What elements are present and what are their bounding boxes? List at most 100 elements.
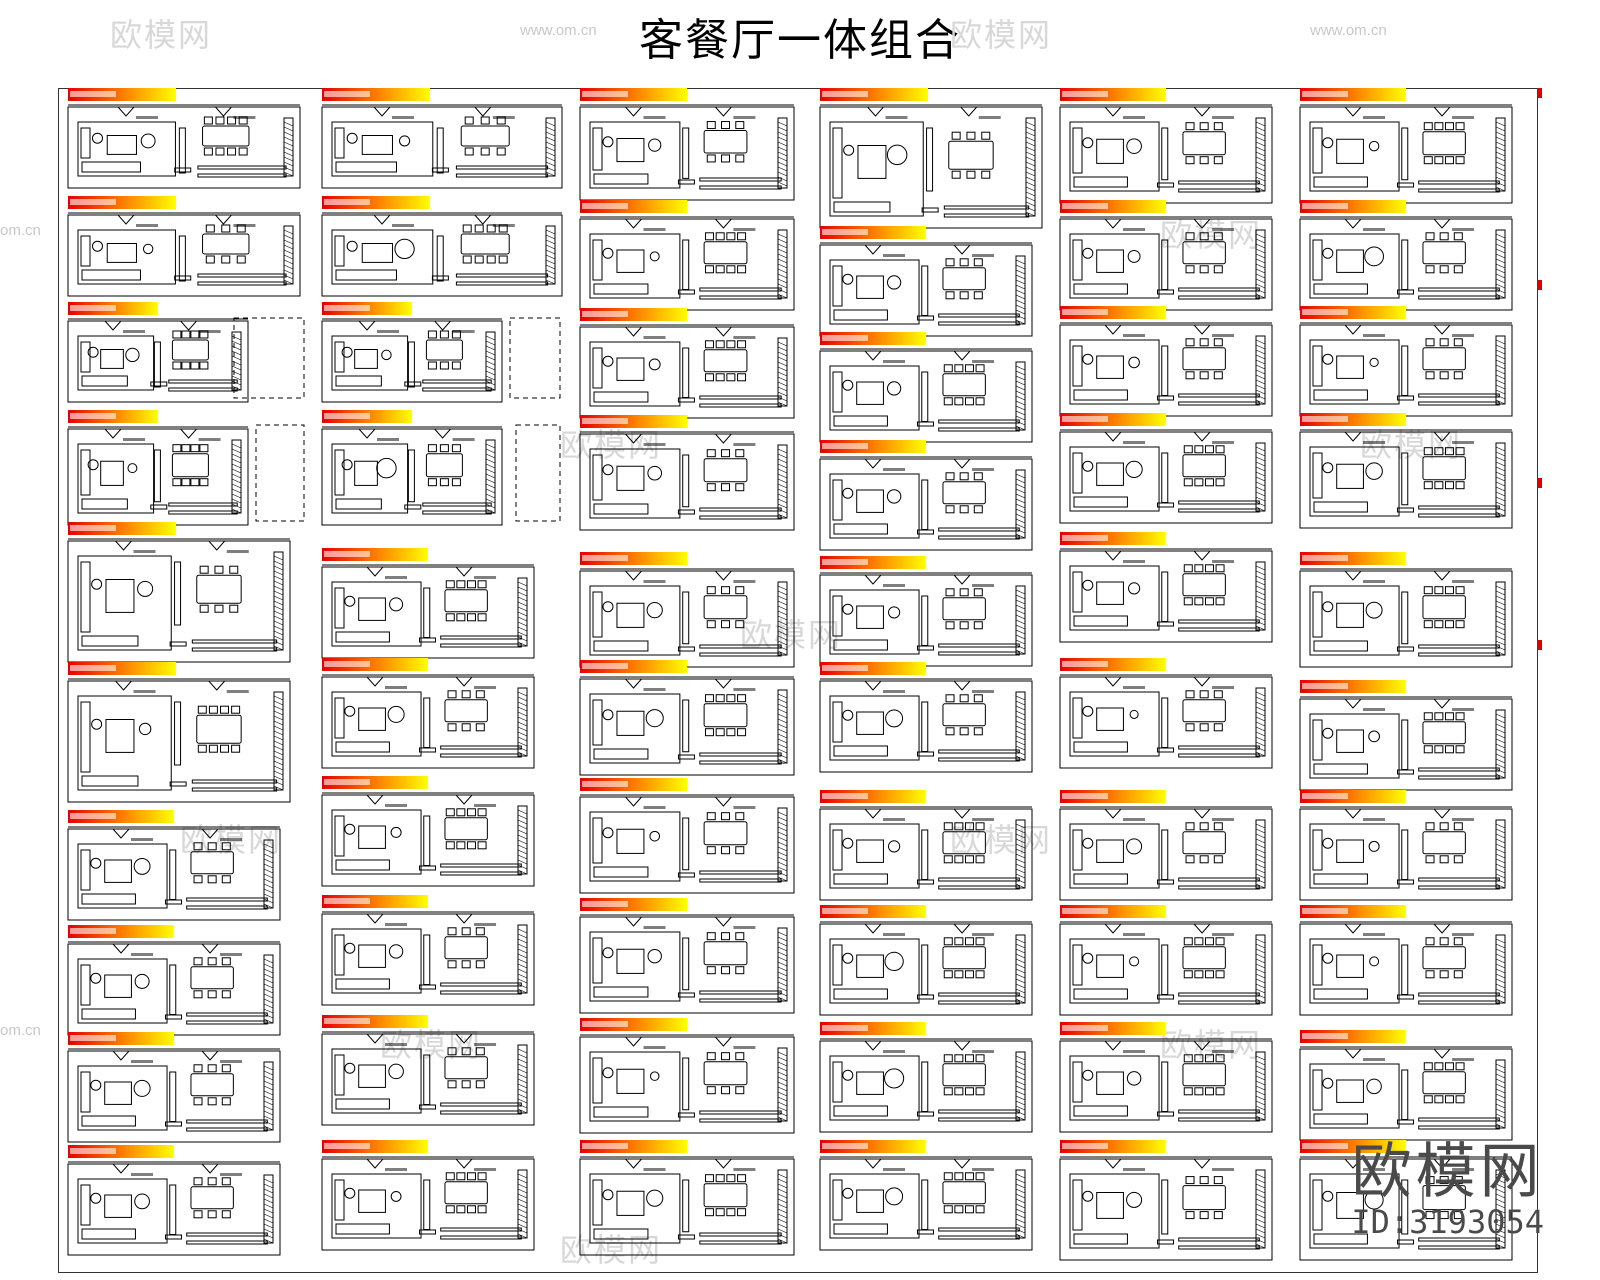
wine-cabinet-hatch bbox=[1015, 269, 1026, 275]
wine-cabinet-hatch bbox=[1495, 728, 1506, 734]
wine-cabinet-hatch bbox=[1015, 289, 1026, 295]
wine-cabinet-hatch bbox=[517, 1193, 528, 1199]
wine-cabinet-hatch bbox=[1255, 1070, 1266, 1076]
elevation-line bbox=[1418, 180, 1500, 185]
elevation-line bbox=[197, 173, 287, 178]
elevation-line bbox=[938, 885, 1020, 890]
side-table bbox=[842, 1069, 854, 1081]
dining-table bbox=[1182, 131, 1226, 156]
wine-cabinet-hatch bbox=[777, 273, 788, 279]
wine-cabinet-hatch bbox=[263, 873, 274, 879]
pendant-lamp bbox=[959, 106, 978, 117]
armchair bbox=[137, 580, 154, 597]
wine-cabinet-hatch bbox=[1495, 1083, 1506, 1089]
wine-cabinet-hatch bbox=[777, 341, 788, 347]
wine-cabinet-hatch bbox=[263, 868, 274, 874]
tv-cabinet bbox=[436, 127, 444, 174]
pendant-lamp bbox=[103, 320, 123, 331]
armchair bbox=[387, 705, 405, 723]
dining-chair bbox=[1453, 970, 1463, 979]
wine-cabinet-hatch bbox=[517, 716, 528, 722]
wine-cabinet-hatch bbox=[777, 1051, 788, 1057]
wine-cabinet-hatch bbox=[545, 161, 556, 167]
wine-cabinet-hatch bbox=[1255, 399, 1266, 405]
dining-chair bbox=[943, 397, 953, 406]
wine-cabinet-hatch bbox=[1255, 610, 1266, 616]
wine-cabinet-hatch bbox=[283, 259, 294, 265]
side-table bbox=[344, 595, 356, 607]
dining-chair bbox=[964, 970, 974, 979]
pendant-lamp bbox=[1343, 218, 1363, 229]
wine-cabinet-hatch bbox=[777, 1178, 788, 1184]
dining-chair bbox=[1183, 1087, 1193, 1096]
elevation-line bbox=[1418, 188, 1500, 193]
elevation-line bbox=[1178, 287, 1260, 292]
pendant-lamp bbox=[1432, 923, 1452, 934]
wine-cabinet-hatch bbox=[777, 1213, 788, 1219]
dining-table bbox=[703, 1061, 748, 1086]
dining-chair bbox=[496, 147, 506, 156]
living-room-zone bbox=[829, 121, 924, 217]
panel-frame bbox=[321, 428, 503, 526]
dining-chair bbox=[943, 1054, 953, 1063]
panel-banner-caption bbox=[822, 91, 868, 97]
elevation-line bbox=[943, 213, 1030, 218]
wine-cabinet-hatch bbox=[1495, 283, 1506, 289]
dimension-marker bbox=[404, 381, 422, 387]
wine-cabinet-hatch bbox=[517, 943, 528, 949]
living-room-zone bbox=[1069, 1173, 1160, 1249]
wine-cabinet-hatch bbox=[777, 753, 788, 759]
dining-chair bbox=[964, 397, 974, 406]
wine-cabinet-hatch bbox=[1025, 131, 1036, 137]
wine-cabinet-hatch bbox=[1015, 614, 1026, 620]
dimension-marker bbox=[150, 504, 168, 510]
dining-chair bbox=[203, 147, 213, 156]
pendant-lamp bbox=[1343, 570, 1363, 581]
dining-chair bbox=[475, 1047, 485, 1056]
wine-cabinet-hatch bbox=[231, 340, 242, 346]
wine-cabinet-hatch bbox=[1015, 594, 1026, 600]
side-sofa bbox=[592, 347, 603, 389]
living-room-zone bbox=[829, 695, 920, 761]
dining-chair bbox=[1444, 1095, 1454, 1104]
side-sofa bbox=[80, 561, 91, 633]
wine-cabinet-hatch bbox=[777, 381, 788, 387]
wine-cabinet-hatch bbox=[1255, 716, 1266, 722]
dimension-note bbox=[972, 584, 995, 587]
dining-chair bbox=[737, 232, 747, 241]
dining-chair bbox=[439, 444, 449, 453]
dining-chair bbox=[220, 744, 230, 753]
wine-cabinet-hatch bbox=[485, 335, 496, 341]
wine-cabinet-hatch bbox=[777, 841, 788, 847]
dining-table bbox=[1422, 721, 1466, 745]
wine-cabinet-hatch bbox=[1495, 853, 1506, 859]
panel-frame bbox=[321, 1033, 535, 1126]
dining-chair bbox=[943, 1172, 953, 1181]
dimension-note bbox=[1212, 441, 1235, 444]
wine-cabinet-hatch bbox=[1015, 473, 1026, 479]
dining-chair bbox=[1204, 564, 1214, 573]
edge-marker bbox=[1537, 280, 1542, 290]
wine-cabinet-hatch bbox=[1015, 385, 1026, 391]
dining-table bbox=[202, 125, 250, 147]
wine-cabinet-hatch bbox=[1255, 273, 1266, 279]
brand-watermark: 欧模网 ID:3193054 bbox=[1351, 1140, 1544, 1240]
wine-cabinet-hatch bbox=[263, 883, 274, 889]
armchair bbox=[1126, 138, 1142, 154]
wine-cabinet-hatch bbox=[1015, 1198, 1026, 1204]
dining-chair bbox=[236, 224, 246, 233]
living-room-zone bbox=[1069, 823, 1160, 889]
wine-cabinet-hatch bbox=[777, 1203, 788, 1209]
watermark-logo: 欧模网 bbox=[950, 821, 1053, 859]
wine-cabinet-hatch bbox=[273, 635, 284, 641]
dining-table bbox=[1182, 1185, 1226, 1211]
coffee-table bbox=[616, 138, 645, 163]
wine-cabinet-hatch bbox=[1015, 963, 1026, 969]
wine-cabinet-hatch bbox=[263, 863, 274, 869]
dining-chair bbox=[735, 449, 745, 458]
wine-cabinet-hatch bbox=[273, 720, 284, 726]
wine-cabinet-hatch bbox=[263, 898, 274, 904]
wine-cabinet-hatch bbox=[1495, 983, 1506, 989]
dimension-note bbox=[1123, 334, 1145, 337]
wine-cabinet-hatch bbox=[517, 839, 528, 845]
